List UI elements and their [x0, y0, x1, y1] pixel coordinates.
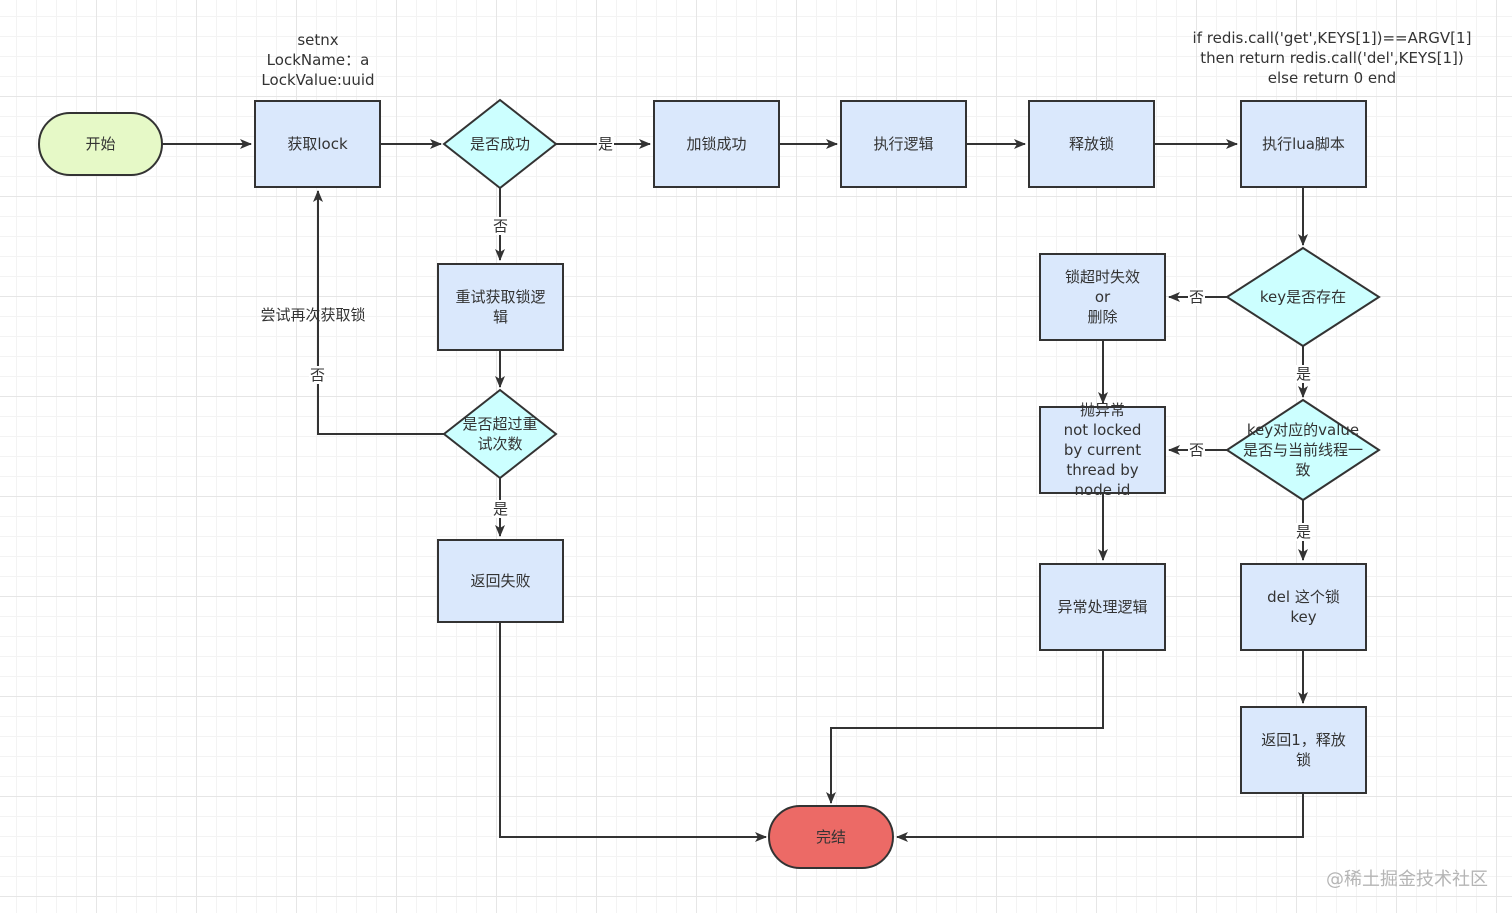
throw-exception-box[interactable]: 抛异常 not locked by current thread by node… — [1039, 401, 1166, 499]
throw-exception-label: 抛异常 not locked by current thread by node… — [1063, 401, 1142, 499]
release-lock-box[interactable]: 释放锁 — [1028, 100, 1155, 188]
execute-logic-label: 执行逻辑 — [873, 135, 934, 153]
edge-exception-end — [826, 651, 1104, 804]
lock-expired-box[interactable]: 锁超时失效 or 删除 — [1039, 253, 1166, 341]
execute-logic-box[interactable]: 执行逻辑 — [840, 100, 967, 188]
lock-expired-label: 锁超时失效 or 删除 — [1064, 268, 1140, 326]
edge-label-yes-keyexists: 是 — [1295, 365, 1313, 383]
setnx-annotation: setnx LockName：a LockValue:uuid — [261, 31, 375, 89]
exception-handling-label: 异常处理逻辑 — [1057, 598, 1148, 616]
retry-logic-box[interactable]: 重试获取锁逻辑 — [437, 263, 564, 351]
lock-success-label: 加锁成功 — [686, 135, 747, 153]
exception-handling-box[interactable]: 异常处理逻辑 — [1039, 563, 1166, 651]
release-lock-label: 释放锁 — [1068, 135, 1114, 153]
delete-key-box[interactable]: del 这个锁 key — [1240, 563, 1367, 651]
retry-logic-label: 重试获取锁逻辑 — [455, 288, 546, 326]
edge-return-end — [896, 794, 1304, 842]
edge-label-yes-success: 是 — [597, 135, 615, 153]
execute-lua-label: 执行lua脚本 — [1262, 135, 1345, 153]
edge-fail-end — [499, 623, 767, 842]
return-fail-box[interactable]: 返回失败 — [437, 539, 564, 623]
edge-label-no-keyexists: 否 — [1188, 288, 1206, 306]
lock-success-box[interactable]: 加锁成功 — [653, 100, 780, 188]
acquire-lock-label: 获取lock — [287, 135, 348, 153]
acquire-lock-box[interactable]: 获取lock — [254, 100, 381, 188]
execute-lua-box[interactable]: 执行lua脚本 — [1240, 100, 1367, 188]
return-release-label: 返回1，释放锁 — [1261, 731, 1346, 769]
return-fail-label: 返回失败 — [470, 572, 531, 590]
lua-script-annotation: if redis.call('get',KEYS[1])==ARGV[1] th… — [1192, 29, 1472, 87]
edge-label-no-retry: 否 — [309, 366, 327, 384]
value-match-label: key对应的value是否与当前线程一致 — [1242, 421, 1363, 479]
edge-label-yes-retry: 是 — [492, 500, 510, 518]
start-label: 开始 — [85, 135, 116, 153]
retry-again-annotation: 尝试再次获取锁 — [260, 306, 366, 324]
end-terminal[interactable]: 完结 — [768, 805, 894, 869]
edge-label-yes-valuematch: 是 — [1295, 523, 1313, 541]
end-label: 完结 — [815, 828, 846, 846]
edge-overretry-acquire — [313, 190, 444, 435]
edge-label-no-success: 否 — [492, 217, 510, 235]
over-retry-label: 是否超过重试次数 — [462, 415, 538, 453]
delete-key-label: del 这个锁 key — [1267, 588, 1340, 626]
return-release-box[interactable]: 返回1，释放锁 — [1240, 706, 1367, 794]
is-success-label: 是否成功 — [469, 135, 530, 153]
edge-label-no-valuematch: 否 — [1188, 441, 1206, 459]
key-exists-label: key是否存在 — [1259, 288, 1347, 306]
start-terminal[interactable]: 开始 — [38, 112, 163, 176]
watermark: @稀土掘金技术社区 — [1326, 869, 1488, 890]
